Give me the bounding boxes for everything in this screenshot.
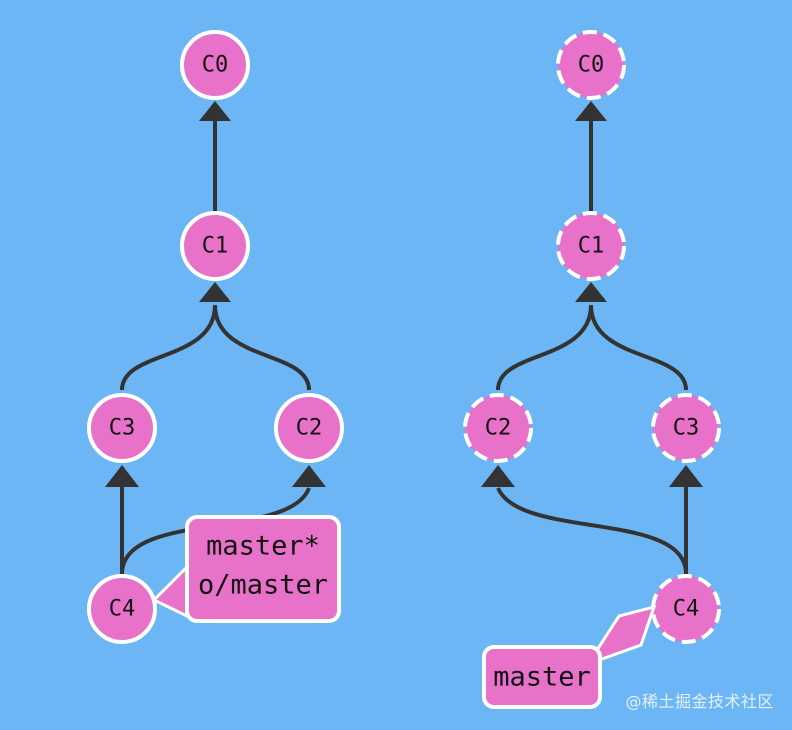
commit-node-c0: C0 bbox=[180, 30, 250, 100]
branch-label-box bbox=[482, 645, 602, 709]
commit-node-c2: C2 bbox=[274, 393, 344, 463]
commit-node-c4: C4 bbox=[651, 574, 721, 644]
commit-node-c0: C0 bbox=[556, 30, 626, 100]
commit-node-c3: C3 bbox=[87, 393, 157, 463]
edge-c3-c1 bbox=[589, 304, 688, 391]
branch-pointer-arrow bbox=[584, 604, 657, 667]
commit-node-c3: C3 bbox=[651, 393, 721, 463]
arrow-to-c0 bbox=[575, 101, 607, 121]
watermark-text: @稀土掘金技术社区 bbox=[625, 692, 774, 711]
commit-label: C0 bbox=[578, 53, 605, 78]
edge-c4-c2 bbox=[496, 487, 688, 575]
commit-label: C4 bbox=[673, 597, 700, 622]
arrow-to-c3 bbox=[669, 465, 703, 487]
edge-c2-c1 bbox=[496, 304, 593, 391]
commit-node-c1: C1 bbox=[180, 211, 250, 281]
arrow-to-c2 bbox=[292, 465, 326, 487]
branch-name-origin-master: o/master bbox=[198, 570, 328, 601]
arrow-to-c0 bbox=[199, 101, 231, 121]
left-commit-graph: C0 C1 C3 C2 C4 master* o/master bbox=[87, 30, 344, 644]
commit-label: C4 bbox=[109, 597, 136, 622]
arrow-to-c1 bbox=[199, 282, 231, 302]
arrow-to-c3 bbox=[105, 465, 139, 487]
commit-label: C3 bbox=[673, 416, 700, 441]
commit-label: C2 bbox=[485, 416, 512, 441]
arrow-to-c1 bbox=[575, 282, 607, 302]
commit-node-c1: C1 bbox=[556, 211, 626, 281]
commit-label: C3 bbox=[109, 416, 136, 441]
commit-label: C2 bbox=[296, 416, 323, 441]
branch-label-master: master bbox=[482, 604, 657, 709]
branch-name-master-star: master* bbox=[206, 531, 320, 562]
commit-node-c4: C4 bbox=[87, 574, 157, 644]
commit-label: C1 bbox=[202, 234, 229, 259]
commit-label: C1 bbox=[578, 234, 605, 259]
arrow-to-c2 bbox=[481, 465, 515, 487]
branch-label-master-origin: master* o/master bbox=[151, 515, 341, 623]
commit-label: C0 bbox=[202, 53, 229, 78]
commit-node-c2: C2 bbox=[463, 393, 533, 463]
right-commit-graph: C0 C1 C2 C3 C4 master bbox=[463, 30, 721, 709]
branch-name-master: master bbox=[493, 662, 591, 693]
edge-c2-c1 bbox=[213, 304, 311, 391]
edge-c3-c1 bbox=[120, 304, 217, 391]
branch-label-box bbox=[185, 515, 341, 623]
